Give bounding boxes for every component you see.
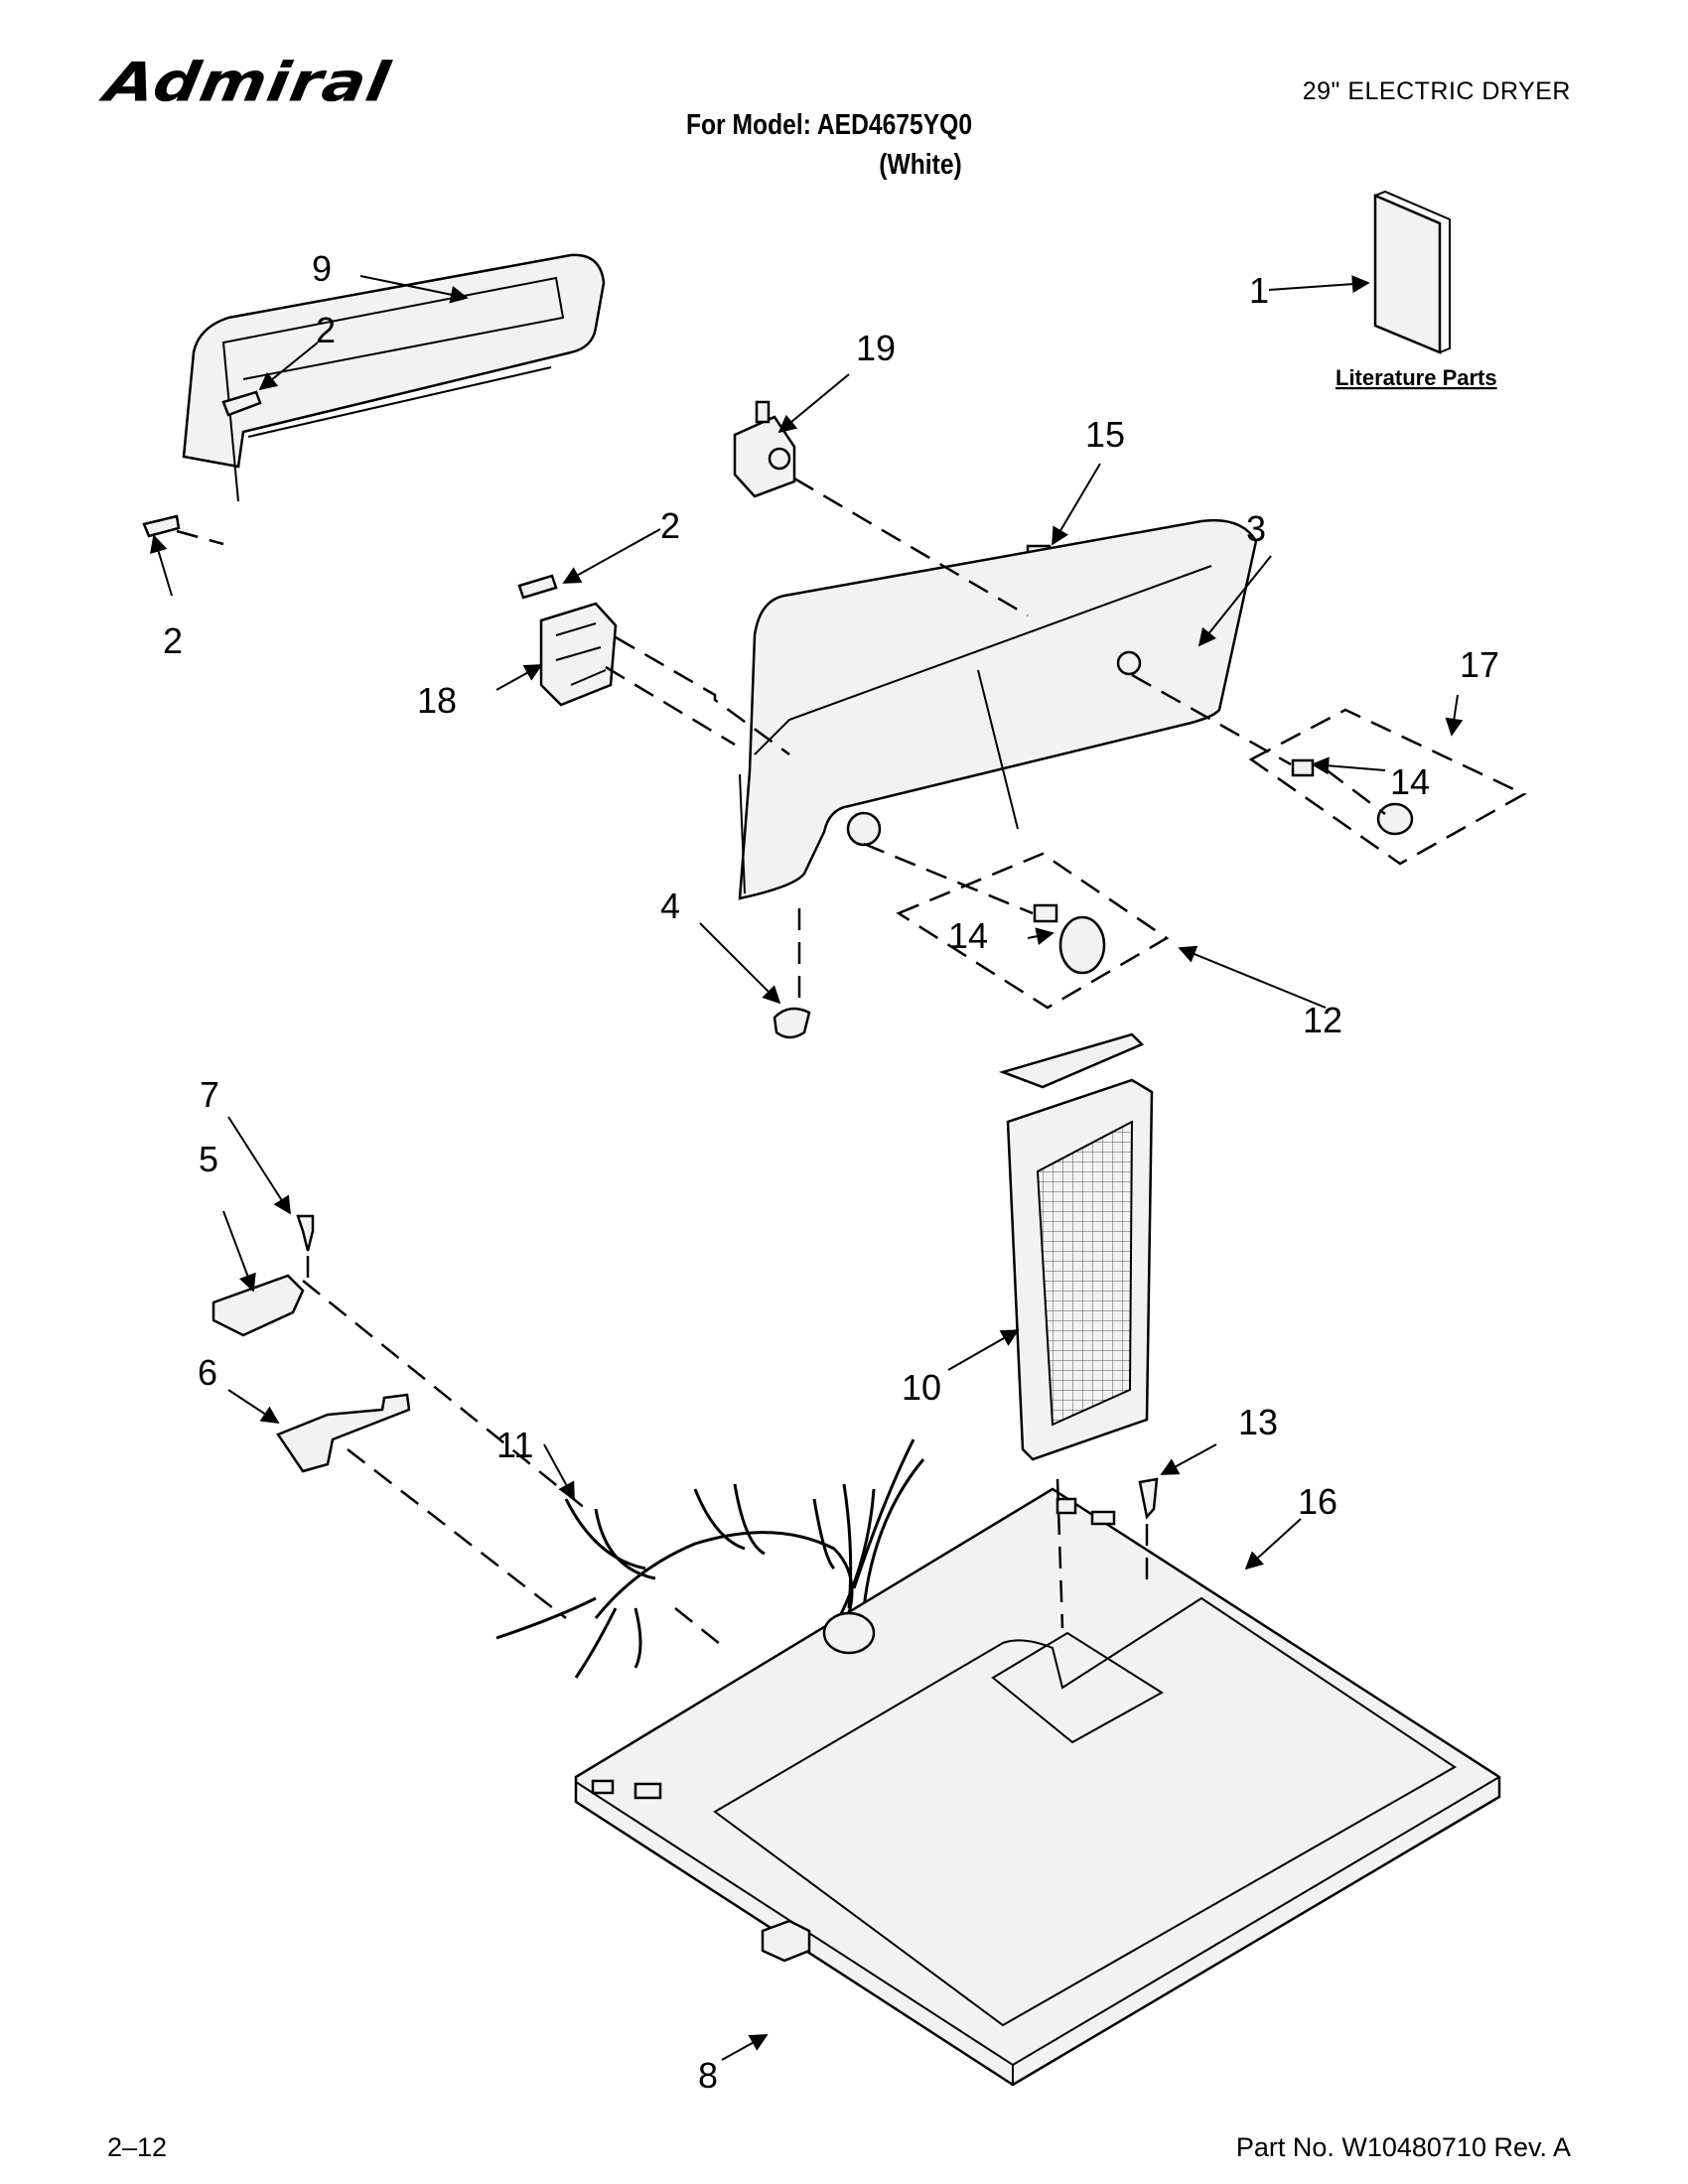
callout-11: 11: [496, 1425, 533, 1465]
callout-16: 16: [1298, 1481, 1337, 1522]
assembly-lines: [176, 477, 1386, 1649]
wire-harness: [495, 1438, 925, 1679]
callout-18: 18: [417, 680, 457, 721]
bracket-screw: [296, 1214, 315, 1252]
callout-4: 4: [660, 886, 680, 926]
callout-17: 17: [1460, 644, 1499, 685]
dryness-knob: [1033, 903, 1106, 975]
rear-panel: [182, 253, 606, 502]
cycle-knob: [1291, 758, 1414, 836]
screw-b: [142, 514, 181, 538]
callout-6: 6: [198, 1352, 217, 1393]
literature-parts-label: Literature Parts: [1336, 365, 1497, 390]
callout-12: 12: [1303, 1000, 1342, 1040]
callout-labels: 1 9 2 2 2 19 15 3 18 17 14 4 14 12 7 5 6…: [163, 248, 1499, 2096]
callout-13: 13: [1238, 1402, 1278, 1442]
callout-9: 9: [312, 248, 332, 289]
product-title: 29" ELECTRIC DRYER: [1302, 77, 1571, 105]
callout-1: 1: [1249, 270, 1269, 311]
callout-2a: 2: [316, 310, 336, 350]
callout-14b: 14: [948, 915, 988, 956]
knob-kit-box-side: [1248, 708, 1527, 866]
timer: [539, 602, 618, 707]
callout-15: 15: [1085, 414, 1125, 455]
model-line: For Model: AED4675YQ0: [685, 109, 973, 141]
screw-c: [517, 574, 558, 600]
start-switch: [733, 400, 796, 498]
knob-kit-box-front: [896, 852, 1170, 1010]
screw-a: [221, 390, 262, 417]
callout-14a: 14: [1390, 761, 1430, 802]
callout-2c: 2: [660, 505, 680, 546]
color-line: (White): [879, 149, 962, 181]
part-number: Part No. W10480710 Rev. A: [1235, 2132, 1571, 2162]
callout-7: 7: [200, 1074, 219, 1115]
support-bracket: [276, 1393, 411, 1473]
control-console: [738, 519, 1258, 900]
harness-clip: [773, 1007, 811, 1039]
literature-booklet: [1373, 190, 1451, 354]
foot-pad: [761, 1919, 811, 1963]
top-screw: [1138, 1477, 1159, 1520]
callout-10: 10: [902, 1367, 941, 1408]
callout-5: 5: [199, 1139, 218, 1179]
callout-2b: 2: [163, 620, 183, 661]
bracket-plate: [211, 1274, 305, 1337]
page-number: 2–12: [107, 2132, 168, 2162]
callout-3: 3: [1246, 508, 1266, 549]
lint-screen: [999, 1032, 1154, 1461]
leader-arrows: [150, 275, 1464, 2061]
top-panel: [574, 1487, 1501, 2087]
callout-19: 19: [856, 328, 896, 368]
callout-8: 8: [698, 2055, 718, 2096]
